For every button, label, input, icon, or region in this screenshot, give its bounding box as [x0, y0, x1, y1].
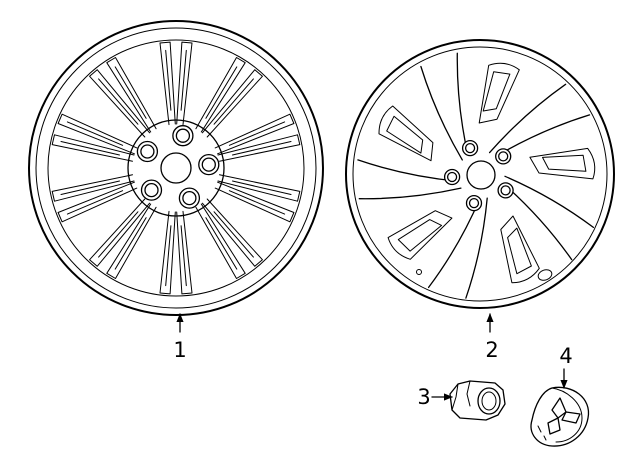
wheel-1-spoke-ridge: [213, 78, 254, 125]
wheel-1-spoke: [201, 69, 263, 138]
wheel-2-spoke: [358, 187, 462, 200]
wheel-2-window-inner: [397, 219, 443, 252]
callout-3: 3: [417, 385, 453, 409]
wheel-1-spoke-ridge: [205, 217, 238, 270]
wheel-1-lug-hole: [182, 190, 197, 206]
wheel-multi-spoke: [28, 20, 324, 316]
wheel-2-window: [378, 105, 434, 162]
wheel-1-spoke: [195, 203, 246, 279]
wheel-2-window-inner: [542, 154, 587, 172]
wheel-2-spoke: [502, 182, 573, 261]
lug-nut: [449, 380, 506, 421]
wheel-1-spoke: [201, 198, 263, 267]
wheel-1-spoke-ridge: [228, 121, 286, 146]
wheel-2-lug-hole: [464, 142, 476, 154]
wheel-1-center-bore: [160, 152, 192, 184]
wheel-twisted-spoke: [345, 39, 615, 309]
wheel-1-spoke: [89, 69, 151, 138]
wheel-1-spoke-ridge: [228, 190, 286, 215]
wheel-2-lug-hole: [500, 185, 511, 196]
wheel-2-window-inner: [386, 115, 424, 154]
wheel-2-spoke: [456, 52, 469, 156]
wheel-1-spoke-ridge: [213, 211, 254, 258]
wheel-1-spoke: [51, 134, 135, 162]
wheel-2-small-hole: [416, 269, 422, 275]
wheel-2-spoke: [504, 175, 595, 229]
wheel-1-spoke-ridge: [165, 225, 172, 287]
wheel-1-spoke: [89, 198, 151, 267]
wheel-1-lug-hole: [140, 144, 155, 159]
wheel-1-lug-holes: [136, 125, 220, 209]
wheel-1-spoke-ridge: [98, 211, 139, 258]
callout-label-2: 2: [485, 338, 498, 362]
wheel-2-window: [529, 147, 596, 180]
callout-2: 2: [485, 313, 499, 362]
wheel-1-spoke-ridge: [114, 66, 147, 119]
wheel-1-spoke-ridge: [180, 49, 187, 111]
wheel-1-spoke-ridge: [114, 217, 147, 270]
wheel-1-spoke: [57, 181, 138, 223]
callout-label-1: 1: [173, 338, 186, 362]
wheel-2-window: [387, 210, 453, 260]
wheel-2-window-inner: [482, 71, 511, 112]
callout-label-4: 4: [559, 344, 572, 368]
wheel-1-spoke-ridge: [180, 225, 187, 287]
center-cap: [530, 386, 590, 447]
callout-4: 4: [559, 344, 573, 389]
wheel-2-window: [478, 62, 520, 124]
wheel-1-lug-hole: [144, 182, 159, 198]
wheel-1-spoke: [106, 57, 157, 133]
wheel-1-spoke: [217, 174, 301, 202]
wheel-2-lug-hole: [498, 151, 509, 162]
wheel-1-spoke-ridge: [66, 121, 124, 146]
wheel-1-spoke: [57, 113, 138, 155]
wheel-1-spoke-ridge: [165, 49, 172, 111]
wheel-1-spoke: [195, 57, 246, 133]
wheel-1-lug-hole: [201, 157, 216, 172]
callout-label-3: 3: [417, 385, 430, 409]
wheel-1-spoke-ridge: [232, 141, 292, 156]
wheel-1-spoke: [214, 113, 295, 155]
wheel-1-spoke: [106, 203, 157, 279]
wheel-2-center-bore: [466, 160, 496, 190]
wheel-2-spoke: [488, 83, 567, 154]
wheel-1-spoke: [176, 210, 193, 295]
wheel-1-spoke-ridge: [98, 78, 139, 125]
wheel-1-spoke: [214, 181, 295, 223]
wheel-1-spoke: [217, 134, 301, 162]
wheel-1-spoke-ridge: [205, 66, 238, 119]
wheel-1-spoke: [51, 174, 135, 202]
wheel-2-lug-holes: [443, 139, 514, 212]
wheel-1-spoke: [159, 41, 176, 126]
wheel-2-window-inner: [507, 227, 532, 275]
wheel-1-spoke: [159, 210, 176, 295]
wheel-1-spoke-ridge: [60, 141, 120, 156]
wheel-2-lug-hole: [446, 171, 458, 183]
wheel-2-spoke: [427, 198, 481, 289]
wheel-1-spoke-ridge: [232, 180, 292, 195]
wheel-2-lug-hole: [468, 197, 480, 209]
wheel-1-lug-hole: [175, 128, 191, 143]
wheel-2-spoke: [357, 159, 459, 182]
wheel-1-spokes: [51, 41, 301, 295]
wheel-1-spoke-ridge: [66, 190, 124, 215]
wheel-1-spoke: [176, 41, 193, 126]
wheel-2-spoke: [465, 197, 488, 299]
wheel-2-valve-hole: [537, 269, 553, 281]
callout-1: 1: [173, 313, 187, 362]
wheel-2-spoke: [420, 65, 463, 161]
wheel-2-window: [500, 215, 540, 284]
wheel-1-spoke-ridge: [60, 180, 120, 195]
